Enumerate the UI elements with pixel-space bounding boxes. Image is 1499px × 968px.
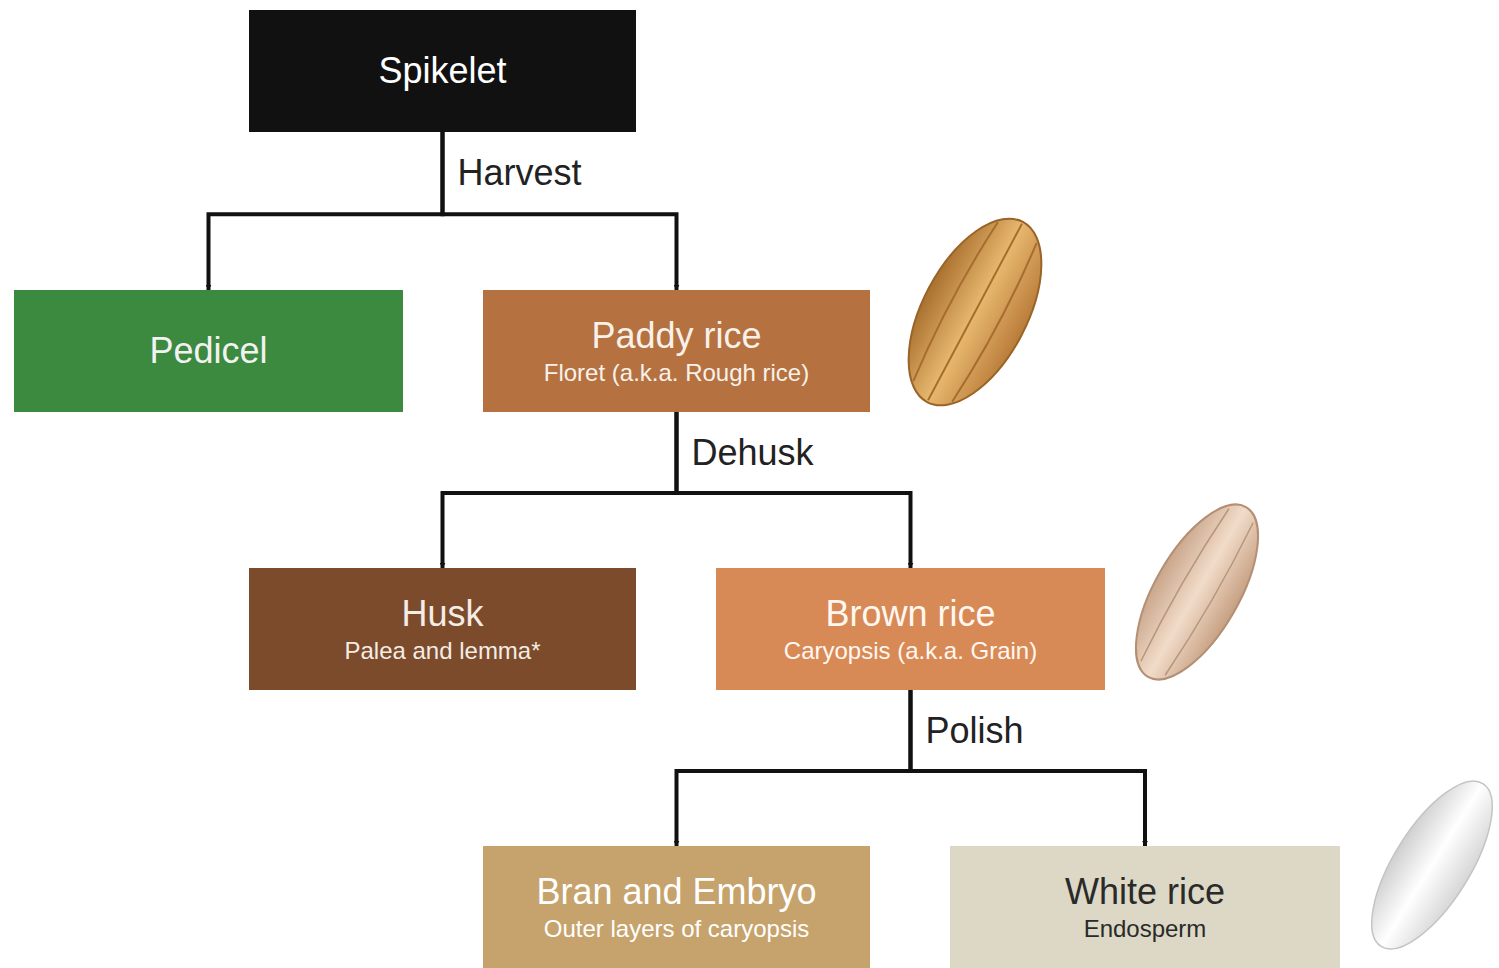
paddy-grain (881, 198, 1069, 427)
split-connector (911, 690, 1146, 846)
white-rice-grain (1349, 763, 1499, 966)
brown-rice-grain (1112, 486, 1283, 698)
box-title: Pedicel (149, 329, 267, 372)
box-subtitle: Endosperm (1084, 913, 1207, 944)
split-connector (443, 132, 677, 290)
paddy-box: Paddy riceFloret (a.k.a. Rough rice) (483, 290, 870, 412)
box-title: Bran and Embryo (536, 870, 816, 913)
step-label: Polish (923, 710, 1027, 752)
split-connector (209, 132, 443, 290)
step-label: Harvest (455, 152, 585, 194)
box-title: Husk (401, 592, 483, 635)
box-title: Paddy rice (591, 314, 761, 357)
box-title: White rice (1065, 870, 1225, 913)
box-title: Brown rice (825, 592, 995, 635)
box-title: Spikelet (378, 49, 506, 92)
white-rice-box: White riceEndosperm (950, 846, 1340, 968)
split-connector (677, 412, 911, 568)
box-subtitle: Floret (a.k.a. Rough rice) (544, 357, 809, 388)
box-subtitle: Caryopsis (a.k.a. Grain) (784, 635, 1037, 666)
bran-box: Bran and EmbryoOuter layers of caryopsis (483, 846, 870, 968)
spikelet-box: Spikelet (249, 10, 636, 132)
brown-rice-box: Brown riceCaryopsis (a.k.a. Grain) (716, 568, 1105, 690)
box-subtitle: Palea and lemma* (344, 635, 540, 666)
split-connector (677, 690, 911, 846)
pedicel-box: Pedicel (14, 290, 403, 412)
husk-box: HuskPalea and lemma* (249, 568, 636, 690)
step-label: Dehusk (689, 432, 817, 474)
box-subtitle: Outer layers of caryopsis (544, 913, 809, 944)
split-connector (443, 412, 677, 568)
